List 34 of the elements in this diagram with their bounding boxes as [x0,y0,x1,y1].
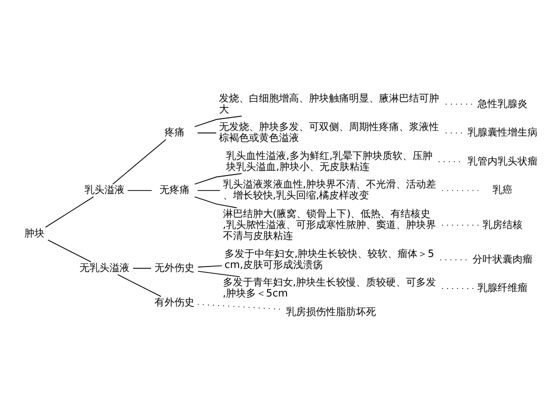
node-text: 乳头血性溢液,多为鲜红,乳晕下肿块质软、压肿块乳头溢血,肿块小、无皮肤粘连 [226,150,433,172]
node-text: 多发于中年妇女,肿块生长较快、较软、瘤体＞5cm,皮肤可形成浅溃疡 [224,248,434,270]
connector [48,239,92,262]
node-text: 淋巴结肿大(腋窝、锁骨上下)、低热、有结核史,乳头脓性溢液、可形成寒性脓肿、窦道、肿块界不清与皮肤粘连 [222,208,436,242]
connector [194,172,242,184]
node-text: 急性乳腺炎 [478,98,528,110]
node-text: 乳房损伤性脂肪坏死 [286,306,376,318]
connector [45,196,94,228]
node-text: 乳癌 [492,184,513,196]
connector [194,115,242,127]
node-text: 无乳头溢液 [79,262,130,274]
node-text: 乳管内乳头状瘤 [468,156,538,167]
node-text: 乳房结核 [482,219,523,230]
node-text: 乳头溢液 [84,184,124,196]
connector [198,270,240,277]
node-text: 有外伤史 [154,297,195,308]
node-text: 乳腺纤维瘤 [478,282,528,294]
node-text: 无疼痛 [160,184,190,196]
node-text: 肿块 [24,228,45,239]
connector [198,264,222,267]
connector [112,138,166,184]
node-text: 发烧、白细胞增高、肿块触痛明显、腋淋巴结可肿大 [218,92,439,115]
node-text: 乳头溢液浆液血性,肿块界不清、不光滑、活动差、增长较快,乳头回缩,橘皮样改变 [222,179,436,202]
connector [132,267,152,268]
connector [194,196,238,208]
node-text: 乳腺囊性增生病 [468,127,538,138]
node-text: 无发烧、肿块多发、可双侧、周期性疼痛、浆液性棕褐色或黄色溢液 [218,122,439,144]
connector [198,303,283,310]
node-text: 疼痛 [164,127,185,138]
connector [197,132,217,133]
node-text: 多发于青年妇女,肿块生长较慢、质较硬、可多发,肿块多＜5cm [222,277,436,300]
connector [117,274,162,296]
node-text: 分叶状囊肉瘤 [472,254,533,265]
node-text: 无外伤史 [154,262,195,274]
